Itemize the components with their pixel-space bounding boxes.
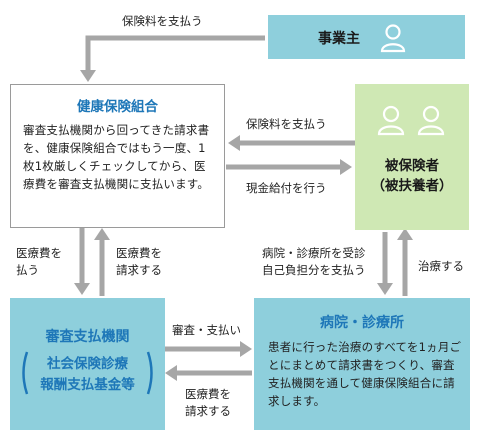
- hospital-title: 病院・診療所: [320, 315, 404, 331]
- employer-title: 事業主: [318, 31, 360, 47]
- insured-box: 被保険者 （被扶養者）: [355, 84, 469, 230]
- reviewer-org-bracket: 社会保険診療 報酬支払基金等: [18, 350, 157, 396]
- reviewer-box: 審査支払機関 社会保険診療 報酬支払基金等: [10, 298, 165, 430]
- person-icon: [377, 105, 405, 136]
- bracket-shape: [22, 351, 153, 395]
- insurer-description: 審査支払機関から回ってきた請求書を、健康保険組合ではもう一度、1枚1枚厳しくチェ…: [23, 123, 210, 191]
- label-cash-benefit: 現金給付を行う: [246, 181, 327, 195]
- label-insured-pays: 保険料を支払う: [246, 117, 327, 131]
- insured-title: 被保険者: [385, 158, 439, 174]
- label-request-medical-up-2: 請求する: [116, 263, 162, 277]
- label-request-medical-left-1: 医療費を: [185, 387, 231, 401]
- label-treat: 治療する: [418, 259, 464, 273]
- label-review-pay: 審査・支払い: [172, 323, 241, 337]
- person-icon: [417, 105, 445, 136]
- insured-subtitle: （被扶養者）: [371, 178, 453, 194]
- reviewer-org-line2: 報酬支払基金等: [40, 377, 135, 393]
- employer-box: 事業主: [268, 15, 465, 59]
- label-request-medical-left-2: 請求する: [185, 404, 231, 418]
- hospital-description: 患者に行った治療のすべてを1ヵ月ごとにまとめて請求書をつくり、審査支払機関を通し…: [268, 340, 462, 408]
- reviewer-title: 審査支払機関: [45, 329, 130, 345]
- insurer-title: 健康保険組合: [77, 99, 158, 115]
- person-icon: [380, 24, 406, 53]
- label-pay-medical-2: 払う: [16, 263, 39, 277]
- label-consult-1: 病院・診療所を受診: [262, 246, 366, 260]
- label-request-medical-up-1: 医療費を: [116, 246, 162, 260]
- label-employer-pays: 保険料を支払う: [122, 14, 203, 28]
- label-pay-medical-1: 医療費を: [16, 246, 62, 260]
- arrow-employer-to-insurer: [85, 35, 265, 72]
- insurer-box: 健康保険組合 審査支払機関から回ってきた請求書を、健康保険組合ではもう一度、1枚…: [10, 84, 225, 228]
- label-consult-2: 自己負担分を支払う: [262, 263, 366, 277]
- reviewer-org-line1: 社会保険診療: [47, 356, 128, 372]
- hospital-box: 病院・診療所 患者に行った治療のすべてを1ヵ月ごとにまとめて請求書をつくり、審査…: [254, 298, 470, 430]
